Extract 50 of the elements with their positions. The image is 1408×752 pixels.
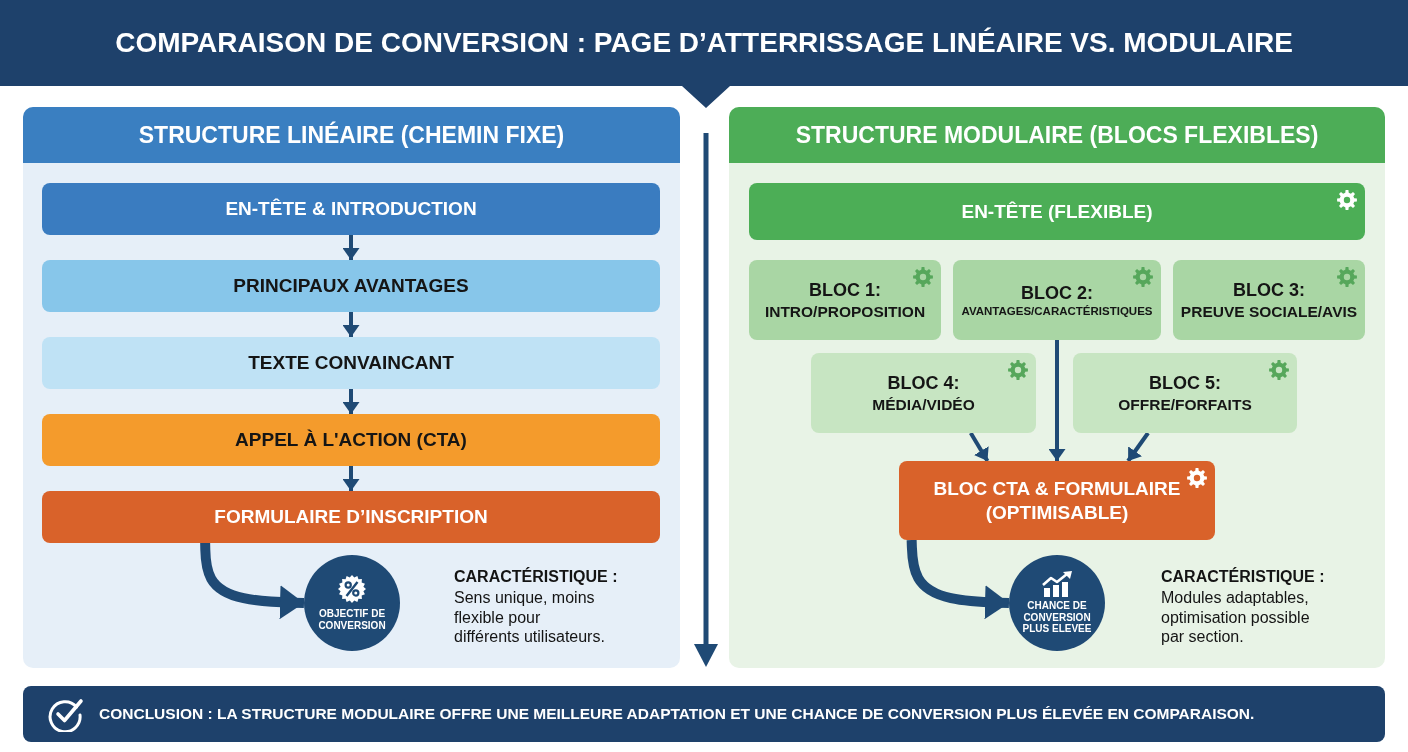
block-text: MÉDIA/VIDÉO [872,394,975,414]
title: COMPARAISON DE CONVERSION : PAGE D’ATTERRISSAGE LINÉAIRE VS. MODULAIRE [115,27,1293,59]
arrow [342,235,360,260]
block-title: BLOC CTA & FORMULAIRE (OPTIMISABLE) [932,476,1182,525]
step-label: PRINCIPAUX AVANTAGES [233,275,469,297]
arrow [1126,431,1150,463]
panel [729,107,1385,668]
block-title: BLOC 5: [1149,372,1221,395]
block-title: BLOC 2: [1021,281,1093,305]
block-title: BLOC 4: [887,372,960,395]
conclusion-bar [23,686,1385,742]
feature-heading: CARACTÉRISTIQUE : [454,567,618,587]
block-title: BLOC 3: [1233,279,1305,302]
panel [23,107,680,668]
goal-label: OBJECTIF DE CONVERSION [317,608,387,631]
step-box [42,183,660,235]
module-block [811,353,1036,433]
step-label: APPEL À L'ACTION (CTA) [235,429,467,451]
block-title: EN-TÊTE (FLEXIBLE) [961,199,1153,224]
step-box [42,260,660,312]
step-box [42,414,660,466]
step-label: TEXTE CONVAINCANT [248,352,454,374]
block-title: BLOC 1: [809,279,881,302]
module-block [749,183,1365,240]
step-box [42,337,660,389]
step-label: FORMULAIRE D’INSCRIPTION [214,506,488,528]
module-block [899,461,1215,540]
arrow [342,312,360,337]
module-block [1073,353,1297,433]
block-text: AVANTAGES/CARACTÉRISTIQUES [961,304,1153,319]
arrow [1048,340,1066,461]
block-text: INTRO/PROPOSITION [764,301,926,321]
feature-text: Sens unique, moins flexible pour différents utilisateurs. [454,588,606,647]
panel-title: STRUCTURE MODULAIRE (BLOCS FLEXIBLES) [795,121,1319,149]
goal-label: CHANCE DE CONVERSION PLUS ELEVEE [1021,600,1093,635]
arrow [342,466,360,491]
step-label: EN-TÊTE & INTRODUCTION [225,198,477,220]
block-text: OFFRE/FORFAITS [1118,394,1252,414]
conclusion-text: CONCLUSION : LA STRUCTURE MODULAIRE OFFRE UNE MEILLEURE ADAPTATION ET UNE CHANCE DE CONVERSION PLUS ÉLEVÉE EN COMPARAISON. [99,705,1255,723]
block-text: PREUVE SOCIALE/AVIS [1180,301,1358,321]
feature-heading: CARACTÉRISTIQUE : [1161,567,1325,587]
arrow [969,431,990,463]
step-box [42,491,660,543]
module-block [953,260,1161,340]
panel-title: STRUCTURE LINÉAIRE (CHEMIN FIXE) [138,121,565,149]
feature-text: Modules adaptables, optimisation possible par section. [1161,588,1311,647]
arrow [906,539,1010,620]
arrow [342,389,360,414]
module-block [749,260,941,340]
module-block [1173,260,1365,340]
